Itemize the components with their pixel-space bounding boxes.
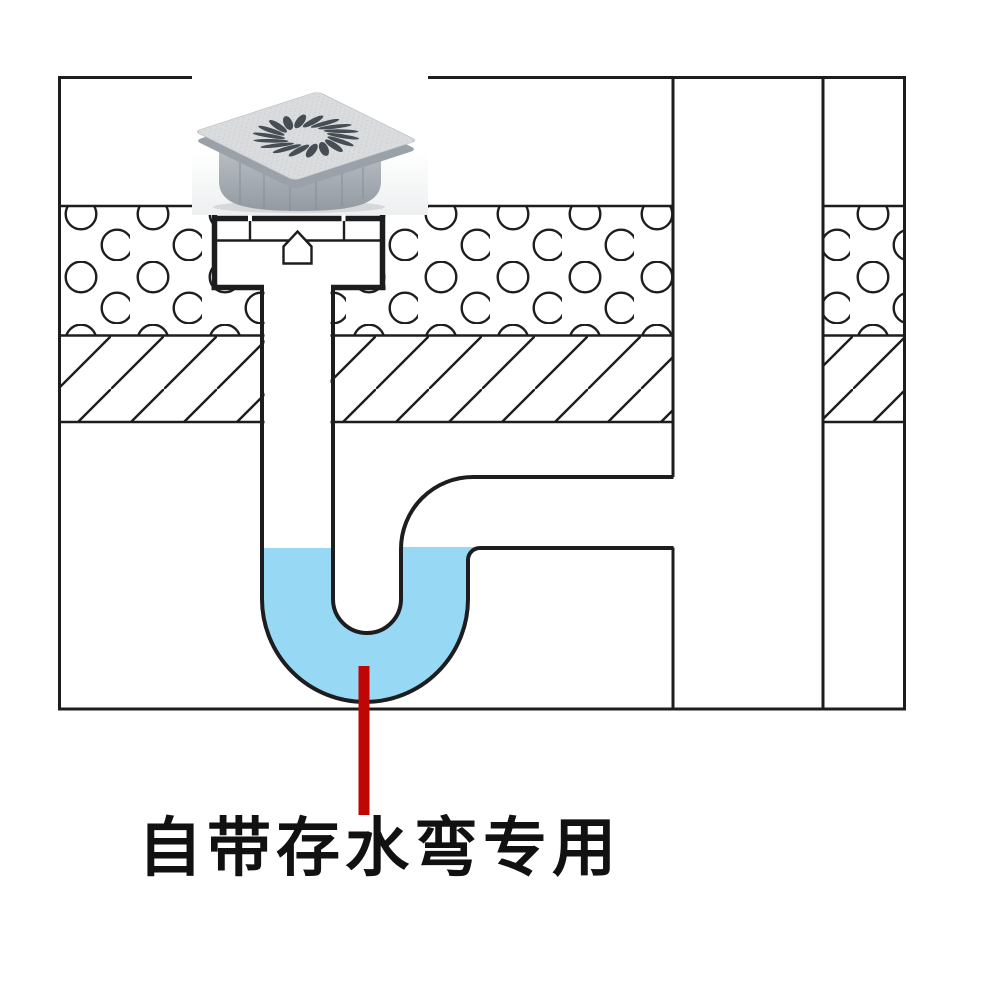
pointer-line [358, 666, 370, 815]
check-valve-core-icon [282, 229, 313, 265]
soil-stack-walls [671, 76, 825, 709]
water-seal [263, 547, 479, 701]
grate-plate [196, 92, 416, 180]
section-outer-border [58, 76, 906, 711]
trap-inner-wall [331, 285, 674, 635]
caption-label: 自带存水弯专用 [138, 812, 621, 884]
floor-drain-product-photo [192, 75, 428, 215]
trap-outer-wall [260, 285, 674, 704]
grate-slots [252, 114, 360, 158]
soil-stack-interior [674, 77, 822, 707]
p-trap-outline [260, 285, 674, 704]
floor-drain-body [211, 215, 386, 291]
